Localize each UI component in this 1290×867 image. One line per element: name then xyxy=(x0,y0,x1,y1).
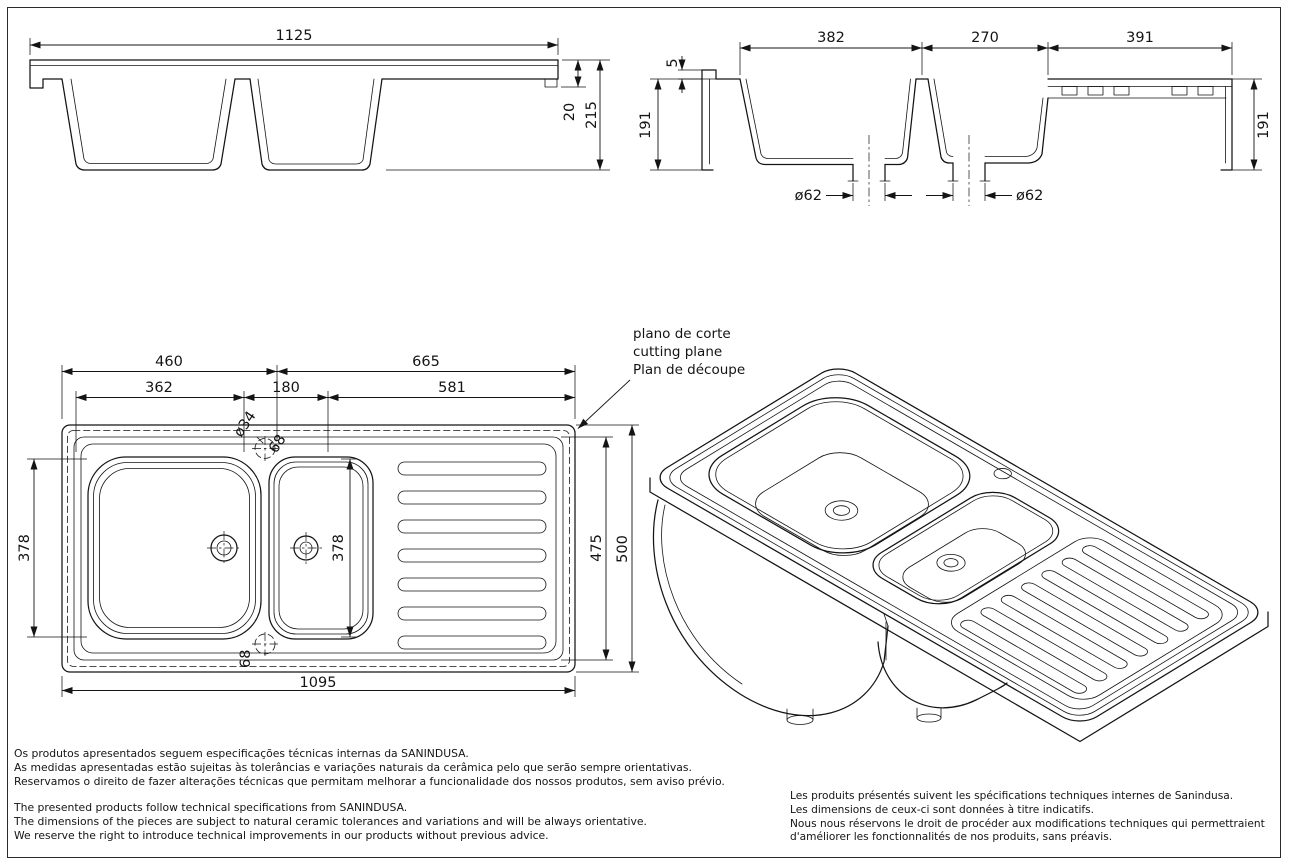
dim-plan-bowl2-depth: 378 xyxy=(331,534,347,562)
cutting-plane-label-pt: plano de corte xyxy=(633,326,731,342)
isometric-view xyxy=(650,363,1268,727)
side-view-dimensions: 1125 20 215 xyxy=(29,28,610,171)
section-view-dimensions: 382 270 391 5 191 191 ø62 ø62 xyxy=(638,30,1272,204)
isometric-underside xyxy=(649,477,1269,743)
dim-plan-drainer-inner: 581 xyxy=(438,380,466,396)
dim-section-depth-left: 191 xyxy=(638,111,654,139)
cutting-plane-outline xyxy=(67,430,570,667)
dim-side-rim: 20 xyxy=(562,103,578,121)
dim-plan-left-span: 460 xyxy=(155,354,183,370)
dim-plan-overall-width: 500 xyxy=(615,535,631,563)
dim-section-drain1: ø62 xyxy=(795,188,822,204)
dim-plan-recess-width: 475 xyxy=(589,534,605,562)
dim-section-edge: 5 xyxy=(665,58,681,67)
section-view-outline xyxy=(701,69,1233,206)
side-view-outline xyxy=(29,59,559,171)
plan-view: 460 665 362 180 581 ø34 68 68 378 378 47… xyxy=(17,326,745,697)
footer-line-en-3: We reserve the right to introduce techni… xyxy=(14,829,549,843)
dim-section-drainer: 391 xyxy=(1126,30,1154,46)
dim-plan-bowl1-inner: 362 xyxy=(145,380,173,396)
footer-line-fr-3: Nous nous réservons le droit de procéder… xyxy=(790,817,1265,844)
dim-plan-bowl1-depth: 378 xyxy=(17,534,33,562)
side-view: 1125 20 215 xyxy=(29,28,610,171)
dim-plan-bowl2-inner: 180 xyxy=(272,380,300,396)
bowl1-outline xyxy=(87,456,262,640)
footer-line-pt-2: As medidas apresentadas estão sujeitas à… xyxy=(14,761,692,775)
footer-line-en-2: The dimensions of the pieces are subject… xyxy=(14,814,647,828)
cutting-plane-leader xyxy=(577,379,631,429)
dim-section-drain2: ø62 xyxy=(1016,188,1043,204)
sheet-border xyxy=(7,7,1281,858)
section-view: 382 270 391 5 191 191 ø62 ø62 xyxy=(638,30,1272,206)
cutting-plane-label: plano de corte cutting plane Plan de déc… xyxy=(577,326,745,429)
dim-section-bowl2: 270 xyxy=(971,30,999,46)
dim-plan-knockout-offset: 68 xyxy=(238,650,254,668)
cutting-plane-label-fr: Plan de découpe xyxy=(633,362,745,378)
footer-line-fr-2: Les dimensions de ceux-ci sont données à… xyxy=(790,803,1095,816)
dim-side-height: 215 xyxy=(584,101,600,129)
footer-line-fr-1: Les produits présentés suivent les spéci… xyxy=(790,790,1234,802)
bowl1-drain xyxy=(207,531,241,565)
footer-text-pt-en: Os produtos apresentados seguem especifi… xyxy=(14,747,786,843)
bowl2-outline xyxy=(268,456,374,640)
drainer-ribs xyxy=(397,461,547,650)
tap-hole xyxy=(252,436,278,461)
dim-plan-tap-offset: 68 xyxy=(266,432,290,456)
dim-section-depth-right: 191 xyxy=(1256,111,1272,139)
plan-view-dimensions: 460 665 362 180 581 ø34 68 68 378 378 47… xyxy=(17,354,639,697)
bowl2-drain xyxy=(290,532,322,564)
tap-hole-knockout xyxy=(252,632,278,656)
footer-line-pt-3: Reservamos o direito de fazer alterações… xyxy=(14,775,725,789)
footer-gap xyxy=(14,790,786,801)
footer-line-pt-1: Os produtos apresentados seguem especifi… xyxy=(14,747,469,760)
footer-text-fr: Les produits présentés suivent les spéci… xyxy=(790,790,1282,845)
dim-section-bowl1: 382 xyxy=(817,30,845,46)
plan-view-outline xyxy=(61,424,576,673)
dim-side-width: 1125 xyxy=(276,28,313,44)
dim-plan-right-span: 665 xyxy=(412,354,440,370)
cutting-plane-label-en: cutting plane xyxy=(633,344,722,360)
footer-line-en-1: The presented products follow technical … xyxy=(14,800,408,814)
dim-plan-overall-length: 1095 xyxy=(300,675,337,691)
